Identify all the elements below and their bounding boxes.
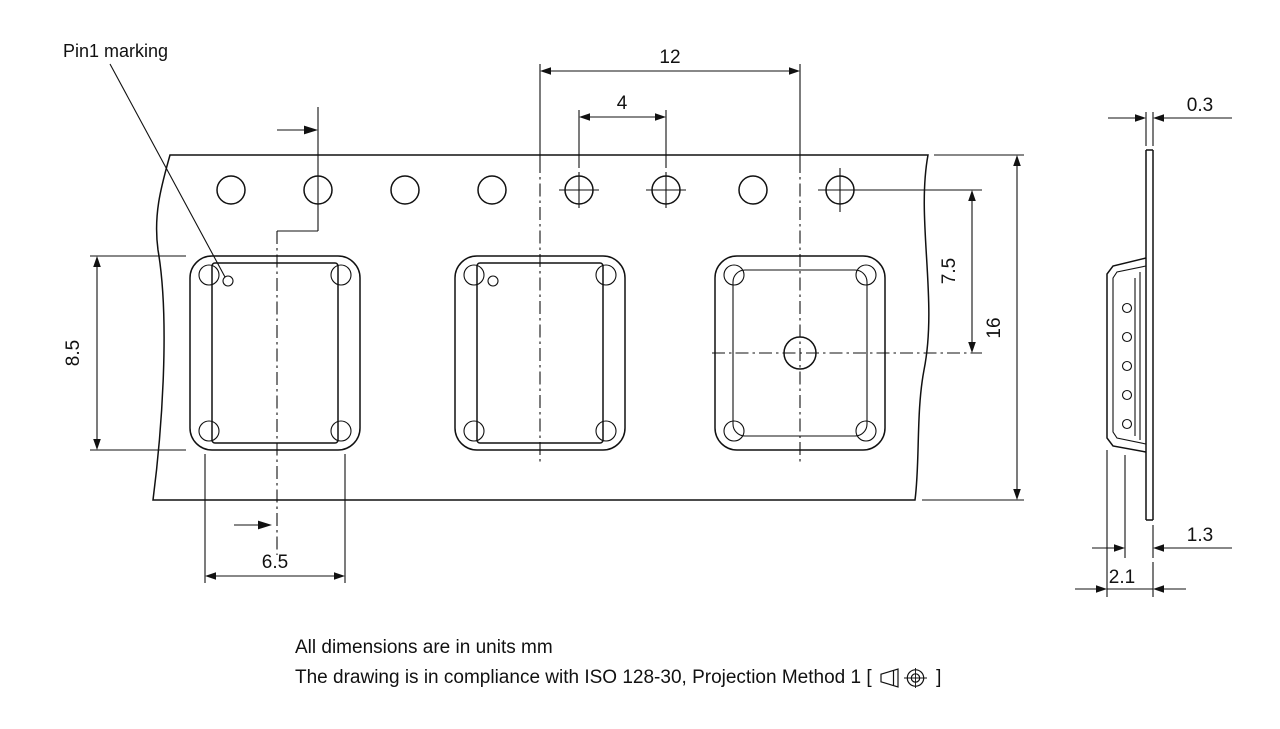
terminal-bump xyxy=(1121,360,1133,372)
pocket-corner-relief xyxy=(198,264,220,286)
note-compliance-bracket: ] xyxy=(930,667,942,688)
side-view xyxy=(1106,149,1154,521)
dim-hole-to-pocket-center: 7.5 xyxy=(712,168,982,354)
sprocket-hole xyxy=(390,175,420,205)
sprocket-hole xyxy=(477,175,507,205)
drawing-notes: All dimensions are in units mm The drawi… xyxy=(295,633,941,693)
sprocket-hole xyxy=(738,175,768,205)
terminal-bump xyxy=(1121,389,1133,401)
first-angle-projection-icon xyxy=(880,668,927,688)
sprocket-holes xyxy=(216,175,855,205)
terminal-bump xyxy=(1121,302,1133,314)
component-1 xyxy=(211,262,339,444)
pin1-marking-circle xyxy=(487,275,499,287)
dim-pocket-inner-depth: 1.3 xyxy=(1092,455,1232,558)
dim-value-1-3: 1.3 xyxy=(1187,525,1213,546)
view-direction-arrow-top xyxy=(304,125,318,135)
dim-pocket-width: 6.5 xyxy=(204,454,346,583)
note-units: All dimensions are in units mm xyxy=(295,633,941,663)
dim-pocket-pitch: 12 xyxy=(539,47,801,465)
dim-value-4: 4 xyxy=(617,93,628,114)
pocket-profile-inner xyxy=(1112,265,1147,445)
dim-value-0-3: 0.3 xyxy=(1187,95,1213,116)
sprocket-hole xyxy=(216,175,246,205)
pin1-marking-circle xyxy=(222,275,234,287)
pocket-1 xyxy=(189,255,361,451)
pin1-callout: Pin1 marking xyxy=(63,41,226,278)
dim-sprocket-pitch: 4 xyxy=(559,93,686,208)
pocket-corner-relief xyxy=(330,420,352,442)
section-line xyxy=(234,107,319,555)
pocket-corner-relief xyxy=(855,420,877,442)
dim-tape-thickness: 0.3 xyxy=(1108,95,1232,146)
pocket-profile-outer xyxy=(1106,257,1147,453)
dim-pocket-total-depth: 2.1 xyxy=(1075,450,1186,597)
dim-value-2-1: 2.1 xyxy=(1109,567,1135,588)
pocket-corner-relief xyxy=(723,420,745,442)
dim-value-16: 16 xyxy=(984,317,1005,338)
terminal-bump xyxy=(1121,418,1133,430)
pocket-corner-relief xyxy=(330,264,352,286)
dim-pocket-length: 8.5 xyxy=(63,255,186,451)
view-direction-arrow-bottom xyxy=(258,520,272,530)
terminal-bump xyxy=(1121,331,1133,343)
dim-value-7-5: 7.5 xyxy=(939,258,960,284)
tape-outline xyxy=(152,154,930,501)
pocket-corner-relief xyxy=(198,420,220,442)
note-compliance-text: The drawing is in compliance with ISO 12… xyxy=(295,667,877,688)
note-compliance: The drawing is in compliance with ISO 12… xyxy=(295,663,941,693)
dim-value-12: 12 xyxy=(659,47,680,68)
dim-value-6-5: 6.5 xyxy=(262,552,288,573)
pocket-corner-relief xyxy=(595,420,617,442)
pocket-corner-relief xyxy=(595,264,617,286)
pocket-corner-relief xyxy=(463,420,485,442)
dim-tape-width: 16 xyxy=(922,154,1024,501)
note-units-text: All dimensions are in units mm xyxy=(295,637,553,658)
pocket-corner-relief xyxy=(855,264,877,286)
pocket-corner-relief xyxy=(463,264,485,286)
pin1-leader-line xyxy=(109,63,226,278)
pocket-corner-relief xyxy=(723,264,745,286)
pin1-label: Pin1 marking xyxy=(63,41,168,61)
dim-value-8-5: 8.5 xyxy=(63,340,84,366)
